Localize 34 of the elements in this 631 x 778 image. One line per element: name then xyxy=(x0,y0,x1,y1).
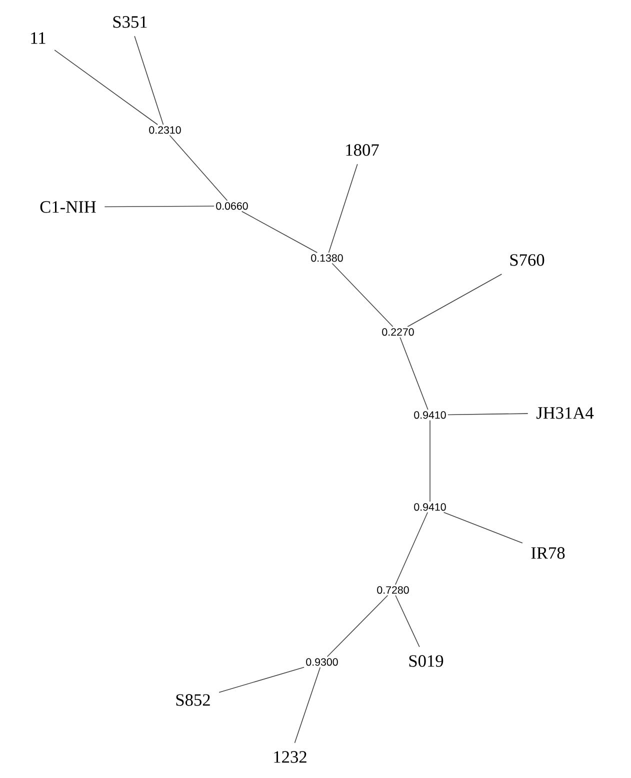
branch-line xyxy=(400,336,428,410)
branch-line xyxy=(134,36,164,126)
taxon-label: S760 xyxy=(510,254,544,266)
branch-line xyxy=(326,594,388,658)
taxon-label: IR78 xyxy=(531,547,565,559)
taxon-label: S019 xyxy=(409,655,444,667)
branch-line xyxy=(448,413,528,416)
branch-line xyxy=(395,512,428,586)
taxon-label: 1232 xyxy=(274,751,306,763)
support-value: 0.2310 xyxy=(149,126,181,134)
support-value: 0.9410 xyxy=(414,503,446,511)
support-value: 0.7280 xyxy=(377,586,409,594)
branch-line xyxy=(407,274,502,328)
support-value: 0.9410 xyxy=(414,411,446,419)
branch-line xyxy=(104,206,214,208)
branch-line xyxy=(169,134,228,202)
taxon-label: S852 xyxy=(176,694,210,706)
branch-line xyxy=(241,210,318,254)
branch-line xyxy=(328,164,358,254)
branch-line xyxy=(395,594,420,648)
branch-line xyxy=(54,50,158,126)
branch-line xyxy=(218,666,304,693)
taxon-label: C1-NIH xyxy=(40,201,96,213)
taxon-label: 1807 xyxy=(346,144,379,156)
support-value: 0.1380 xyxy=(311,254,343,262)
taxon-label: 11 xyxy=(31,32,46,44)
taxon-label: S351 xyxy=(113,16,147,28)
branch-line xyxy=(294,666,321,744)
taxon-label: JH31A4 xyxy=(536,407,594,419)
support-value: 0.0660 xyxy=(216,202,248,210)
branch-line xyxy=(332,262,394,328)
support-value: 0.9300 xyxy=(306,658,338,666)
support-value: 0.2270 xyxy=(382,328,414,336)
branch-line xyxy=(443,512,523,544)
